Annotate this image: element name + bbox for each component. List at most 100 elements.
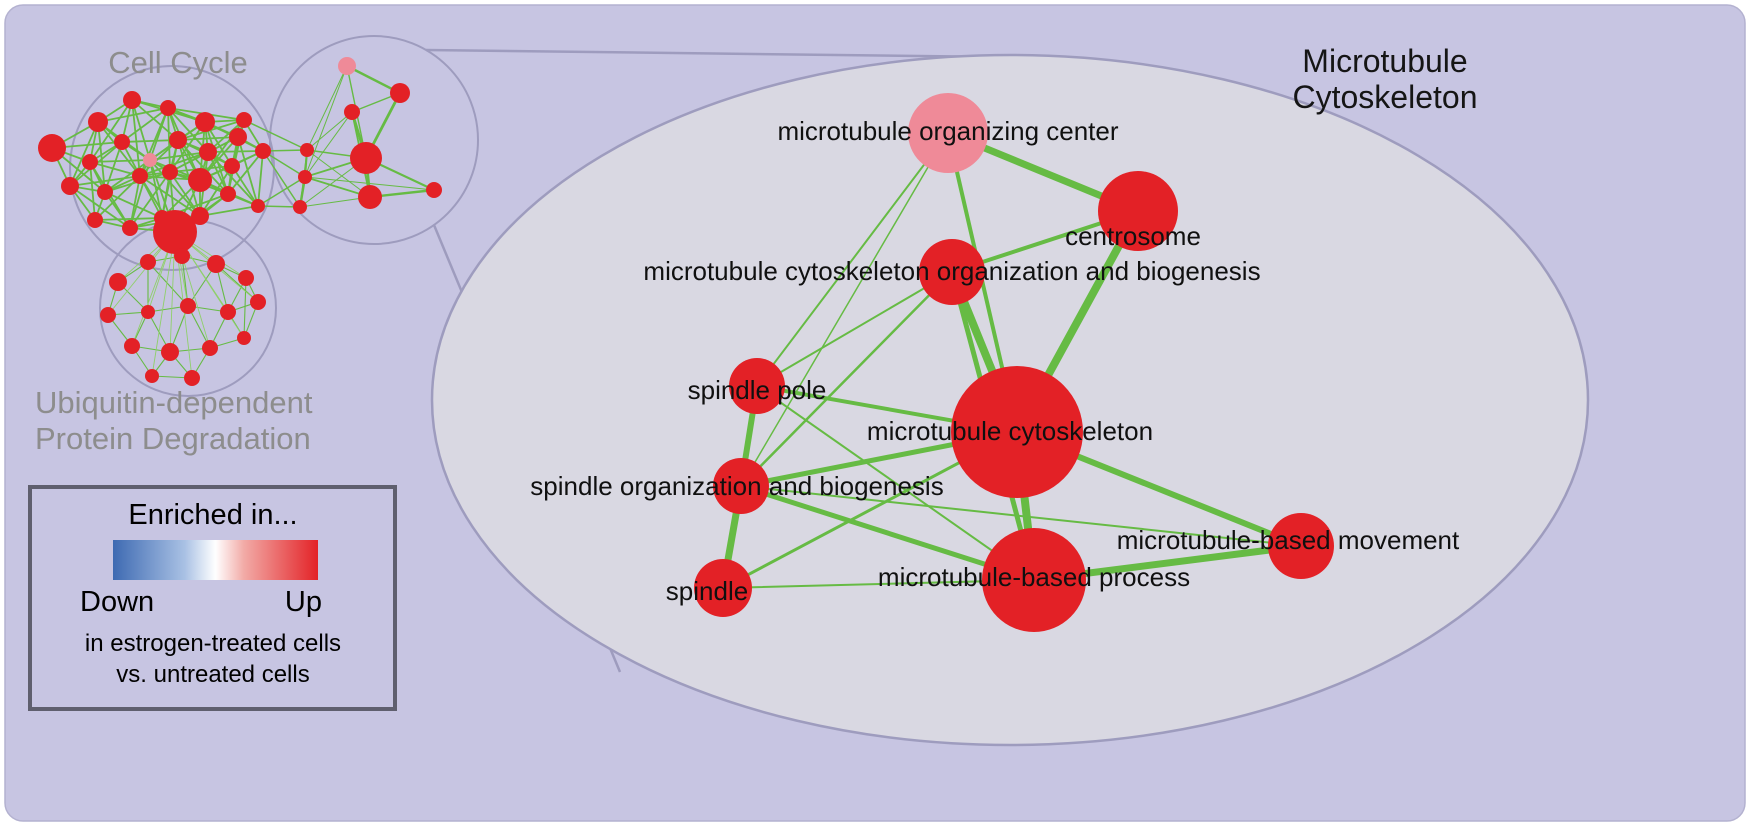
mini-node-cell-cycle[interactable]	[220, 186, 236, 202]
node-label-mbp: microtubule-based process	[878, 562, 1190, 592]
mini-node-ubiquitin[interactable]	[174, 248, 190, 264]
mini-node-moc[interactable]	[338, 57, 356, 75]
mini-node-ubiquitin[interactable]	[140, 254, 156, 270]
mini-node-cell-cycle[interactable]	[88, 112, 108, 132]
mini-edge	[89, 99, 133, 163]
mini-node-cell-cycle[interactable]	[122, 220, 138, 236]
mini-node-cell-cycle[interactable]	[38, 134, 66, 162]
mini-node-cell-cycle[interactable]	[114, 134, 130, 150]
mini-edge	[94, 175, 141, 221]
mini-edge	[139, 151, 209, 177]
mini-edge	[207, 150, 264, 153]
mini-edge	[257, 176, 306, 207]
mini-node-cell-cycle[interactable]	[195, 112, 215, 132]
mini-edge	[151, 231, 176, 377]
mini-node-cell-cycle[interactable]	[169, 131, 187, 149]
mini-node-sob[interactable]	[298, 170, 312, 184]
mini-node-cell-cycle[interactable]	[255, 143, 271, 159]
mini-edge	[243, 119, 308, 151]
mini-node-cell-cycle[interactable]	[123, 91, 141, 109]
mini-edge	[199, 205, 259, 217]
mini-edge	[147, 261, 189, 307]
mini-edge	[257, 150, 264, 207]
mini-edge	[69, 121, 99, 187]
legend-down-label: Down	[80, 586, 154, 618]
node-mbm[interactable]	[1268, 513, 1334, 579]
mini-node-mcob[interactable]	[344, 104, 360, 120]
mini-node-ubiquitin[interactable]	[109, 273, 127, 291]
mini-edge	[104, 159, 151, 193]
mini-edge	[104, 191, 163, 219]
cell-cycle-cluster-label: Cell Cycle	[108, 45, 248, 80]
mini-node-mc[interactable]	[350, 142, 382, 174]
mini-node-ubiquitin[interactable]	[184, 370, 200, 386]
mini-node-cell-cycle[interactable]	[188, 168, 212, 192]
node-sob[interactable]	[713, 458, 769, 514]
mini-node-mbm[interactable]	[426, 182, 442, 198]
mini-node-cell-cycle[interactable]	[82, 154, 98, 170]
legend-caption-line1: in estrogen-treated cells	[85, 630, 341, 657]
mini-node-cell-cycle[interactable]	[87, 212, 103, 228]
mini-node-ubiquitin[interactable]	[100, 307, 116, 323]
mini-node-ubiquitin[interactable]	[161, 343, 179, 361]
edge-mcob-sob	[739, 270, 954, 488]
node-spindle[interactable]	[694, 559, 752, 617]
mini-node-mbp[interactable]	[358, 185, 382, 209]
mini-node-cell-cycle[interactable]	[143, 153, 157, 167]
mini-node-centrosome[interactable]	[390, 83, 410, 103]
mini-node-cell-cycle[interactable]	[224, 158, 240, 174]
node-label-spindle_pole: spindle pole	[688, 375, 827, 405]
node-mc[interactable]	[951, 366, 1083, 498]
mini-edge	[131, 99, 141, 177]
mini-node-cell-cycle[interactable]	[199, 143, 217, 161]
mini-node-ubiquitin[interactable]	[237, 331, 251, 345]
mini-node-ubiquitin[interactable]	[202, 340, 218, 356]
legend-up-label: Up	[285, 586, 322, 618]
mini-node-ubiquitin[interactable]	[141, 305, 155, 319]
legend-box	[28, 485, 397, 711]
mini-node-spindle[interactable]	[293, 200, 307, 214]
mini-edge	[104, 141, 123, 193]
node-label-mc: microtubule cytoskeleton	[867, 416, 1153, 446]
mini-node-cell-cycle[interactable]	[160, 100, 176, 116]
node-spindle_pole[interactable]	[729, 358, 785, 414]
microtubule-cluster-title-line2: Cytoskeleton	[1293, 79, 1478, 115]
mini-edge	[121, 139, 179, 143]
node-label-mbm: microtubule-based movement	[1117, 525, 1460, 555]
mini-node-ubiquitin[interactable]	[180, 298, 196, 314]
mini-node-cell-cycle[interactable]	[61, 177, 79, 195]
edge-sob-mbm	[740, 485, 1302, 547]
node-mbp[interactable]	[982, 528, 1086, 632]
mini-edge	[304, 176, 435, 191]
edge-moc-spindle_pole	[756, 132, 949, 387]
mini-node-cell-cycle[interactable]	[153, 210, 197, 254]
mini-node-cell-cycle[interactable]	[162, 164, 178, 180]
mini-edge	[207, 151, 259, 207]
mini-node-ubiquitin[interactable]	[238, 270, 254, 286]
mini-node-ubiquitin[interactable]	[145, 369, 159, 383]
edge-mcob-spindle_pole	[756, 271, 953, 387]
node-label-moc: microtubule organizing center	[777, 116, 1118, 146]
mini-node-spindle_pole[interactable]	[300, 143, 314, 157]
mini-edge	[181, 255, 189, 307]
mini-edge	[139, 175, 201, 217]
node-mcob[interactable]	[919, 239, 985, 305]
mini-node-ubiquitin[interactable]	[250, 294, 266, 310]
mini-edge	[89, 159, 151, 163]
mini-node-cell-cycle[interactable]	[97, 184, 113, 200]
detail-node-layer	[694, 93, 1334, 632]
mini-node-cell-cycle[interactable]	[236, 112, 252, 128]
mini-node-cell-cycle[interactable]	[191, 207, 209, 225]
mini-node-cell-cycle[interactable]	[251, 199, 265, 213]
mini-node-ubiquitin[interactable]	[220, 304, 236, 320]
mini-edge	[237, 136, 259, 207]
node-moc[interactable]	[908, 93, 988, 173]
edge-spindle_pole-mbp	[756, 385, 1035, 581]
mini-edge	[89, 161, 141, 177]
mini-node-ubiquitin[interactable]	[207, 255, 225, 273]
mini-node-ubiquitin[interactable]	[124, 338, 140, 354]
mini-node-cell-cycle[interactable]	[229, 128, 247, 146]
mini-edge	[69, 175, 141, 187]
node-centrosome[interactable]	[1098, 171, 1178, 251]
mini-node-cell-cycle[interactable]	[132, 168, 148, 184]
